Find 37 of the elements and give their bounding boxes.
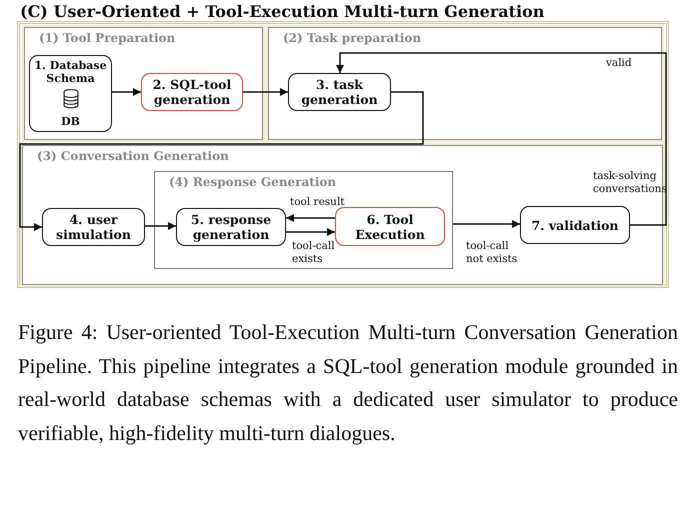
box-label: 3. task generation — [300, 77, 379, 107]
edge-label: tool-call exists — [292, 240, 336, 266]
process-box — [288, 73, 391, 111]
arrow — [453, 220, 520, 228]
group-panel — [24, 27, 263, 140]
arrow — [19, 91, 424, 231]
group-heading: (3) Conversation Generation — [37, 149, 229, 163]
box-label: DB — [61, 115, 80, 128]
edge-label: valid — [606, 57, 632, 70]
process-box — [29, 55, 112, 132]
edge-label: tool result — [290, 196, 346, 209]
figure-caption: Figure 4: User-oriented Tool-Execution Multi-turn Conversation Generation Pipeline. This pipeline integrates a SQL-tool generation module grounded in real-world database schemas with a dedicated user simulator to produce verifiable, high-fidelity multi-turn dialogues. — [18, 319, 678, 446]
group-heading: (4) Response Generation — [169, 175, 336, 189]
group-heading: (1) Tool Preparation — [39, 31, 176, 45]
note-text: task-solving conversations — [593, 170, 668, 196]
box-label: 4. user simulation — [55, 212, 132, 242]
process-box — [176, 208, 286, 246]
box-label: 2. SQL-tool generation — [152, 77, 232, 107]
box-label: 5. response generation — [190, 212, 272, 242]
diagram-title: (C) User-Oriented + Tool-Execution Multi-turn Generation — [20, 2, 544, 21]
arrow — [145, 222, 176, 230]
arrow — [286, 214, 335, 222]
edge-label: tool-call not exists — [466, 240, 518, 266]
box-label: 6. Tool Execution — [354, 212, 426, 242]
process-box — [42, 208, 145, 246]
process-box — [520, 206, 630, 244]
arrow — [243, 88, 288, 96]
process-box — [141, 73, 243, 111]
arrow — [112, 88, 141, 96]
box-label: 7. validation — [531, 218, 619, 232]
group-panel — [154, 171, 453, 269]
group-panel — [268, 27, 662, 140]
process-box — [335, 207, 445, 246]
arrow — [286, 228, 335, 236]
group-heading: (2) Task preparation — [283, 31, 422, 45]
box-label: 1. Database Schema — [33, 59, 108, 85]
arrow — [336, 52, 667, 226]
